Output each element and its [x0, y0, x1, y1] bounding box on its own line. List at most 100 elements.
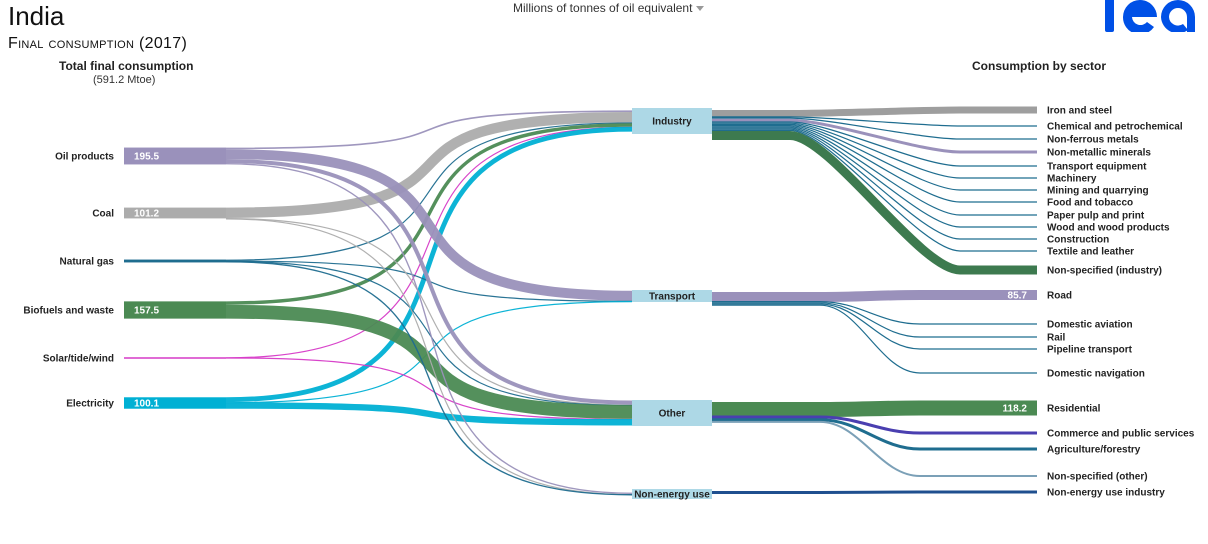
link-oil-to-industry	[225, 110, 633, 150]
link-oil-to-nonenergy	[225, 163, 633, 494]
subsector-link-machinery	[712, 122, 1037, 179]
left-header-title: Total final consumption	[59, 59, 194, 73]
source-label-bio: Biofuels and waste	[23, 306, 114, 317]
logo-e	[1122, 0, 1157, 32]
source-label-oil: Oil products	[55, 152, 114, 163]
subsector-link-mining-and-quarrying	[712, 123, 1037, 191]
subsector-link-textile-and-leather	[712, 129, 1037, 252]
subsector-label-road: Road	[1047, 291, 1072, 302]
subsector-label-construction: Construction	[1047, 235, 1109, 246]
link-solar-to-industry	[225, 126, 633, 359]
sankey-nodes	[124, 108, 712, 499]
link-oil-to-transport	[225, 149, 633, 301]
link-bio-to-other	[225, 304, 633, 419]
link-solar-to-other	[225, 357, 633, 421]
source-bar-gas[interactable]	[124, 259, 226, 263]
subsector-label-rail: Rail	[1047, 333, 1066, 344]
link-coal-to-other	[225, 217, 633, 406]
subsector-link-rail	[712, 302, 1037, 338]
chart-subtitle: Final consumption (2017)	[8, 35, 187, 53]
source-value-bio: 157.5	[134, 306, 159, 317]
subsector-link-road	[712, 290, 1037, 302]
sector-label-other: Other	[659, 409, 686, 420]
iea-logo[interactable]: iea	[1103, 0, 1199, 32]
subsector-value-road: 85.7	[1008, 291, 1028, 302]
subsector-link-commerce-and-public-services	[712, 415, 1037, 435]
right-header-title: Consumption by sector	[972, 59, 1107, 73]
subsector-link-paper-pulp-and-print	[712, 126, 1037, 216]
subsector-link-domestic-navigation	[712, 304, 1037, 374]
sector-node-nonenergy[interactable]	[632, 489, 712, 499]
subsector-label-agriculture-forestry: Agriculture/forestry	[1047, 445, 1141, 456]
subsector-label-food-and-tobacco: Food and tobacco	[1047, 198, 1133, 209]
subsector-label-non-specified-industry-: Non-specified (industry)	[1047, 266, 1162, 277]
sector-node-industry[interactable]	[632, 108, 712, 134]
source-bar-solar[interactable]	[124, 357, 226, 359]
source-bar-bio[interactable]	[124, 301, 226, 319]
sector-label-industry: Industry	[652, 117, 692, 128]
link-gas-to-industry	[225, 122, 633, 261]
units-dropdown[interactable]: Millions of tonnes of oil equivalent	[513, 1, 705, 15]
subsector-label-residential: Residential	[1047, 404, 1101, 415]
subtitle-text: Final consumption	[8, 35, 135, 52]
logo-stem	[1105, 0, 1114, 32]
logo-a	[1161, 0, 1195, 32]
subsector-label-wood-and-wood-products: Wood and wood products	[1047, 223, 1170, 234]
subsector-label-chemical-and-petrochemical: Chemical and petrochemical	[1047, 122, 1183, 133]
subsector-link-pipeline-transport	[712, 303, 1037, 350]
subsector-link-agriculture-forestry	[712, 418, 1037, 451]
link-bio-to-industry	[225, 123, 633, 305]
subsector-link-non-specified-industry-	[712, 131, 1037, 275]
sector-label-transport: Transport	[649, 292, 696, 303]
subsector-label-non-energy-use-industry: Non-energy use industry	[1047, 488, 1165, 499]
source-bar-oil[interactable]	[124, 147, 226, 165]
subsector-link-domestic-aviation	[712, 301, 1037, 325]
subsector-label-transport-equipment: Transport equipment	[1047, 162, 1147, 173]
sector-node-other[interactable]	[632, 400, 712, 426]
subsector-label-paper-pulp-and-print: Paper pulp and print	[1047, 211, 1145, 222]
link-elec-to-industry	[225, 126, 633, 403]
subsector-label-machinery: Machinery	[1047, 174, 1097, 185]
subsector-label-domestic-aviation: Domestic aviation	[1047, 320, 1133, 331]
subsector-label-textile-and-leather: Textile and leather	[1047, 247, 1134, 258]
subsector-link-residential	[712, 400, 1037, 417]
subsector-link-chemical-and-petrochemical	[712, 116, 1037, 127]
source-bar-elec[interactable]	[124, 397, 226, 409]
subsector-link-wood-and-wood-products	[712, 127, 1037, 228]
subsector-link-non-energy-use-industry	[712, 490, 1037, 494]
subsector-link-non-ferrous-metals	[712, 117, 1037, 140]
sector-node-transport[interactable]	[632, 290, 712, 302]
subsector-label-non-metallic-minerals: Non-metallic minerals	[1047, 148, 1151, 159]
subsector-label-non-ferrous-metals: Non-ferrous metals	[1047, 135, 1139, 146]
subsector-link-food-and-tobacco	[712, 125, 1037, 203]
subsector-label-pipeline-transport: Pipeline transport	[1047, 345, 1133, 356]
subsector-label-domestic-navigation: Domestic navigation	[1047, 369, 1145, 380]
link-coal-to-industry	[225, 111, 633, 218]
source-label-gas: Natural gas	[60, 257, 115, 268]
source-value-elec: 100.1	[134, 399, 159, 410]
subsector-label-mining-and-quarrying: Mining and quarrying	[1047, 186, 1149, 197]
link-coal-to-nonenergy	[225, 218, 633, 496]
subsector-value-residential: 118.2	[1003, 404, 1028, 415]
source-label-solar: Solar/tide/wind	[43, 354, 114, 365]
source-label-coal: Coal	[92, 209, 114, 220]
subsector-label-non-specified-other-: Non-specified (other)	[1047, 472, 1148, 483]
source-value-oil: 195.5	[134, 152, 159, 163]
sector-label-nonenergy: Non-energy use	[634, 490, 710, 501]
source-sector-links	[225, 110, 633, 496]
country-title: India	[8, 1, 65, 31]
link-elec-to-other	[225, 402, 633, 426]
link-oil-to-other	[225, 159, 633, 405]
subtitle-year: (2017)	[139, 35, 188, 52]
link-gas-to-nonenergy	[225, 261, 633, 496]
left-header-sub: (591.2 Mtoe)	[93, 74, 156, 86]
source-value-coal: 101.2	[134, 209, 159, 220]
subsector-label-commerce-and-public-services: Commerce and public services	[1047, 429, 1195, 440]
link-gas-to-other	[225, 260, 633, 407]
subsector-label-iron-and-steel: Iron and steel	[1047, 106, 1112, 117]
subsector-link-transport-equipment	[712, 121, 1037, 167]
subsector-link-construction	[712, 128, 1037, 240]
source-bar-coal[interactable]	[124, 207, 226, 219]
